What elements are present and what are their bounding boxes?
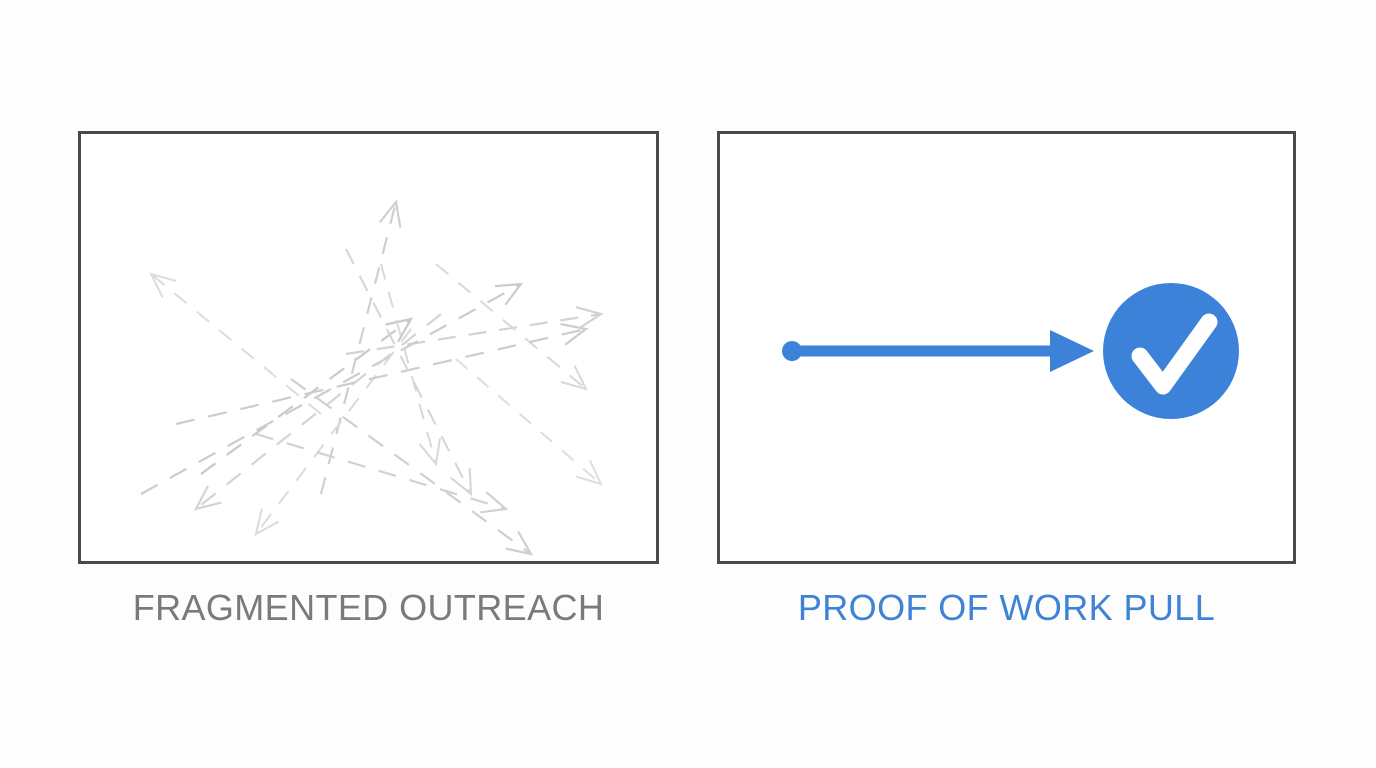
scatter-arrow: [290, 378, 534, 556]
scatter-arrow: [193, 313, 442, 511]
scatter-arrow-shaft: [455, 358, 602, 485]
scatter-arrow: [175, 322, 589, 426]
scatter-arrow-shaft: [150, 273, 322, 415]
scattered-arrows-icon: [140, 199, 604, 556]
scatter-arrow: [455, 358, 603, 486]
scatter-arrow-shaft: [175, 327, 587, 426]
check-circle: [1103, 283, 1239, 419]
scatter-arrow: [200, 317, 414, 475]
scatter-arrow: [345, 306, 604, 356]
panel-proof-of-work-pull: [717, 131, 1296, 564]
scatter-arrow-head: [378, 199, 402, 228]
scatter-arrow-head: [495, 282, 524, 306]
scatter-arrow-head: [254, 508, 280, 536]
scatter-arrow-shaft: [255, 432, 507, 511]
scatter-arrow-head: [193, 485, 222, 511]
scatter-arrow-head: [575, 306, 604, 330]
arrow-head: [1050, 330, 1094, 372]
scatter-arrow-head: [505, 530, 534, 556]
scatter-arrow-head: [575, 460, 603, 486]
scatter-arrow-shaft: [380, 263, 437, 465]
scatter-arrow: [149, 272, 322, 415]
scatter-arrow-shaft: [345, 248, 472, 495]
scatter-arrow-shaft: [319, 201, 398, 495]
caption-fragmented-outreach: FRAGMENTED OUTREACH: [132, 587, 605, 628]
scatter-arrow-shaft: [345, 312, 602, 356]
scatter-arrow-head: [385, 317, 414, 343]
scatter-arrow-shaft: [140, 283, 522, 495]
scatter-arrow-head: [560, 365, 588, 391]
scatter-arrow-shaft: [200, 318, 412, 475]
scatter-arrow: [254, 328, 412, 536]
scatter-arrow: [319, 199, 402, 495]
panel-fragmented-outreach: [78, 131, 659, 564]
scatter-arrow: [255, 432, 509, 514]
scatter-arrow-head: [560, 322, 589, 346]
caption-proof-of-work-pull: PROOF OF WORK PULL: [797, 587, 1216, 628]
scatter-arrow-shaft: [290, 378, 532, 555]
arrow-origin-dot: [782, 341, 802, 361]
scatter-arrow-head: [450, 467, 473, 497]
scatter-arrow-shaft: [435, 263, 587, 390]
scatter-arrow: [435, 263, 588, 391]
scatter-arrow: [380, 263, 441, 467]
check-icon: [1131, 313, 1218, 395]
scatter-arrow-head: [418, 438, 441, 467]
scatter-arrow: [140, 282, 524, 495]
scatter-arrow-head: [149, 272, 177, 298]
scatter-arrow-head: [480, 491, 509, 514]
scatter-arrow-shaft: [195, 313, 442, 510]
scatter-arrow: [345, 248, 473, 497]
scatter-arrow-shaft: [255, 328, 412, 535]
arrow-to-check-icon: [782, 283, 1239, 419]
